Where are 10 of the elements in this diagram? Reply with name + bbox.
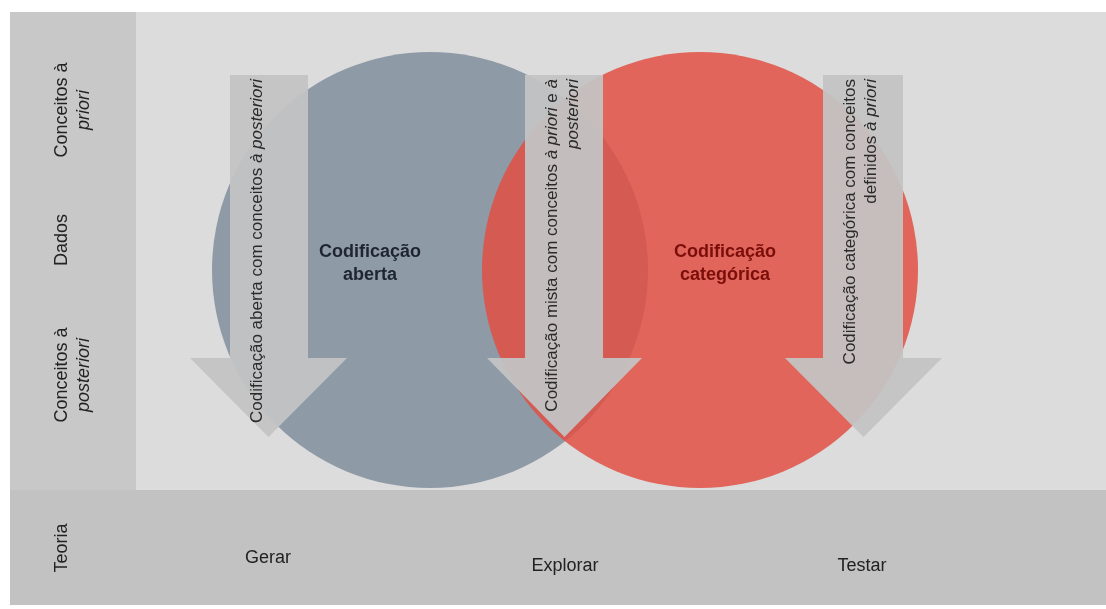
circle-label: Codificação aberta bbox=[318, 240, 422, 286]
row-label: Conceitos à posteriori bbox=[50, 326, 94, 425]
row-label: Teoria bbox=[50, 522, 72, 575]
circle-label: Codificação categórica bbox=[673, 240, 777, 286]
column-label: Gerar bbox=[244, 546, 292, 568]
row-label: Dados bbox=[50, 213, 72, 268]
arrow-label: Codificação aberta com conceitos à posteriori bbox=[246, 79, 267, 425]
column-label: Explorar bbox=[530, 554, 600, 576]
column-label: Testar bbox=[836, 554, 888, 576]
row-label: Conceitos à priori bbox=[50, 61, 94, 160]
